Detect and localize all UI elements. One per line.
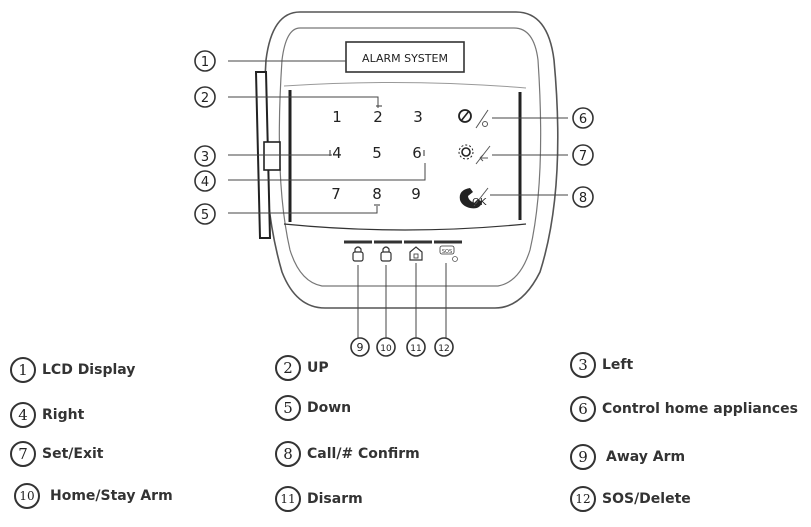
strap-clip [263,141,281,171]
callout-numbers: 1 2 3 4 5 6 7 8 9 10 11 12 [201,55,587,354]
legend-label-8: Call/# Confirm [307,446,420,462]
callout-4: 4 [201,175,209,190]
legend-num-11: 11 [275,486,301,512]
legend-item-4: 4 Right [10,402,84,428]
sos-icon[interactable]: SOS [439,245,458,262]
legend-label-5: Down [307,400,352,416]
legend-num-8: 8 [275,441,301,467]
phone-icon [459,187,489,209]
legend-item-3: 3 Left [570,352,633,378]
legend-item-6: 6 Control home appliances [570,396,798,422]
legend-item-7: 7 Set/Exit [10,441,103,467]
lcd-display [345,41,465,73]
away-arm-lock-icon[interactable] [352,246,364,262]
legend-item-8: 8 Call/# Confirm [275,441,420,467]
callout-9-circle [350,337,370,357]
callout-7: 7 [579,149,587,164]
callout-9: 9 [357,341,364,354]
key-1[interactable]: 1 [332,108,342,126]
callout-2: 2 [201,91,209,106]
callout-2-circle [194,86,216,108]
callout-10: 10 [380,344,392,354]
callout-11-circle [406,337,426,357]
legend-label-2: UP [307,360,329,376]
legend-num-9: 9 [570,444,596,470]
key-8[interactable]: 8 [372,185,382,203]
legend-num-1: 1 [10,357,36,383]
legend-num-4: 4 [10,402,36,428]
callout-7-circle [572,144,594,166]
legend-label-7: Set/Exit [42,446,104,462]
legend-label-10: Home/Stay Arm [50,488,173,504]
legend-item-11: 11 Disarm [275,486,363,512]
key-7[interactable]: 7 [331,185,341,203]
legend-label-6: Control home appliances [602,401,798,417]
callout-5-circle [194,203,216,225]
callout-8-circle [572,186,594,208]
callout-4-circle [194,170,216,192]
key-3[interactable]: 3 [413,108,423,126]
leader-lines [228,60,568,338]
legend-num-3: 3 [570,352,596,378]
set-exit-key[interactable] [458,144,491,165]
callout-3: 3 [201,150,209,165]
key-9[interactable]: 9 [411,185,421,203]
legend-label-12: SOS/Delete [602,491,691,507]
legend-item-9: 9 Away Arm [570,444,685,470]
legend-label-3: Left [602,357,634,373]
key-5[interactable]: 5 [372,144,382,162]
legend-num-2: 2 [275,355,301,381]
key-6[interactable]: 6 [412,144,422,162]
home-arm-lock-icon[interactable] [380,246,392,262]
appliance-key[interactable] [458,109,489,129]
legend-item-2: 2 UP [275,355,329,381]
callout-6: 6 [579,112,587,127]
sos-label: SOS [442,249,452,255]
legend-label-1: LCD Display [42,362,136,378]
legend-num-12: 12 [570,486,596,512]
disarm-home-icon[interactable] [409,246,423,261]
legend-label-9: Away Arm [606,449,686,465]
callout-6-circle [572,107,594,129]
legend-item-12: 12 SOS/Delete [570,486,691,512]
legend-label-4: Right [42,407,85,423]
keypad: 1 2 3 4 5 6 7 8 9 [331,108,423,203]
callout-3-circle [194,145,216,167]
legend-label-11: Disarm [307,491,363,507]
callout-1-circle [194,50,216,72]
lcd-text: ALARM SYSTEM [362,52,448,65]
legend-num-6: 6 [570,396,596,422]
legend-item-1: 1 LCD Display [10,357,135,383]
key-2[interactable]: 2 [373,108,383,126]
call-ok-key[interactable]: OK [459,187,489,209]
callout-11: 11 [410,344,421,354]
arm-buttons: SOS [344,240,462,262]
legend-item-10: 10 Home/Stay Arm [14,483,173,509]
legend-num-10: 10 [14,483,40,509]
key-4[interactable]: 4 [332,144,342,162]
callout-5: 5 [201,208,209,223]
callout-12-circle [434,337,454,357]
callout-12: 12 [438,344,449,354]
callout-8: 8 [579,191,587,206]
callouts [194,50,594,357]
callout-1: 1 [201,55,209,70]
callout-10-circle [376,337,396,357]
legend-item-5: 5 Down [275,395,351,421]
appliance-icon [458,109,489,129]
ok-label: OK [472,197,487,208]
legend-num-5: 5 [275,395,301,421]
gear-icon [458,144,491,165]
legend-num-7: 7 [10,441,36,467]
device-inner-face [278,27,542,287]
